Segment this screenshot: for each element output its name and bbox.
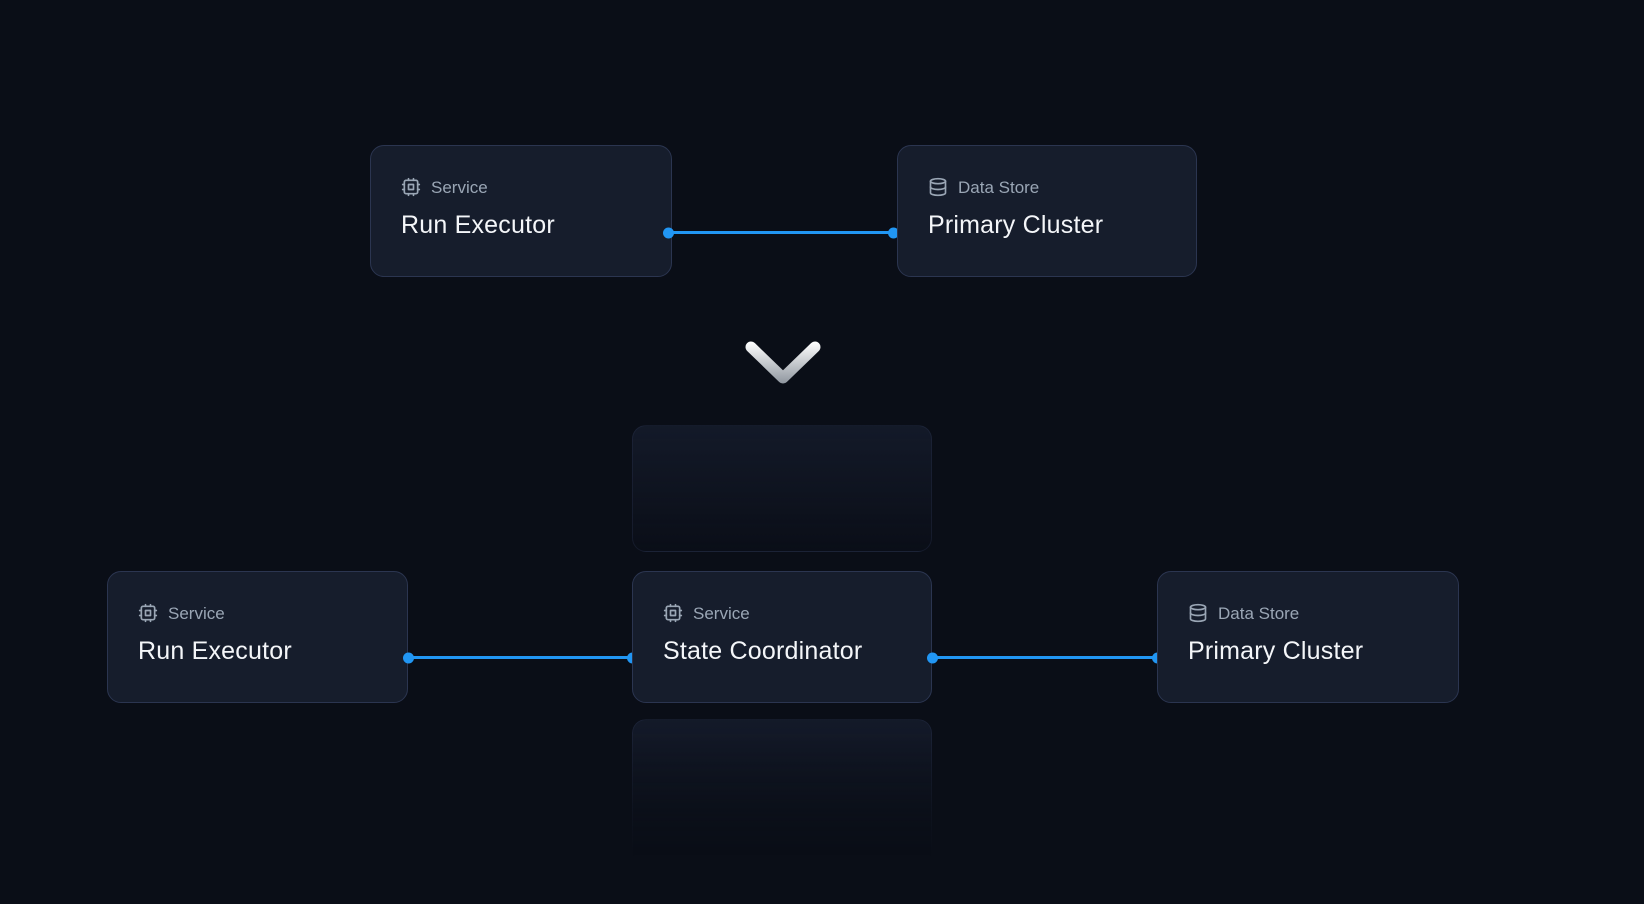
node-type-row: Service: [138, 603, 377, 623]
ghost-card: [632, 719, 932, 864]
node-type-row: Data Store: [928, 177, 1166, 197]
node-type-row: Data Store: [1188, 603, 1428, 623]
node-type-row: Service: [663, 603, 901, 623]
connector-endpoint-dot: [403, 652, 414, 663]
cpu-icon: [138, 603, 158, 623]
connector-line: [403, 652, 638, 663]
connector-endpoint-dot: [927, 652, 938, 663]
chevron-down-icon: [741, 334, 825, 392]
connector-line: [663, 227, 899, 238]
node-title: State Coordinator: [663, 637, 863, 665]
node-type-label: Service: [693, 603, 750, 623]
node-type-label: Data Store: [958, 177, 1040, 197]
node-card-run-executor-before[interactable]: Service Run Executor: [370, 145, 672, 277]
node-type-label: Service: [168, 603, 225, 623]
ghost-card: [632, 425, 932, 552]
node-title: Primary Cluster: [1188, 637, 1364, 665]
node-card-primary-cluster-before[interactable]: Data Store Primary Cluster: [897, 145, 1197, 277]
node-card-run-executor-after[interactable]: Service Run Executor: [107, 571, 408, 703]
cpu-icon: [401, 177, 421, 197]
node-type-label: Data Store: [1218, 603, 1300, 623]
node-card-state-coordinator[interactable]: Service State Coordinator: [632, 571, 932, 703]
node-type-row: Service: [401, 177, 641, 197]
node-type-label: Service: [431, 177, 488, 197]
database-icon: [928, 177, 948, 197]
node-title: Run Executor: [138, 637, 292, 665]
node-card-primary-cluster-after[interactable]: Data Store Primary Cluster: [1157, 571, 1459, 703]
node-title: Primary Cluster: [928, 211, 1104, 239]
connector-endpoint-dot: [888, 227, 899, 238]
node-title: Run Executor: [401, 211, 555, 239]
database-icon: [1188, 603, 1208, 623]
cpu-icon: [663, 603, 683, 623]
connector-line: [927, 652, 1163, 663]
connector-endpoint-dot: [663, 227, 674, 238]
